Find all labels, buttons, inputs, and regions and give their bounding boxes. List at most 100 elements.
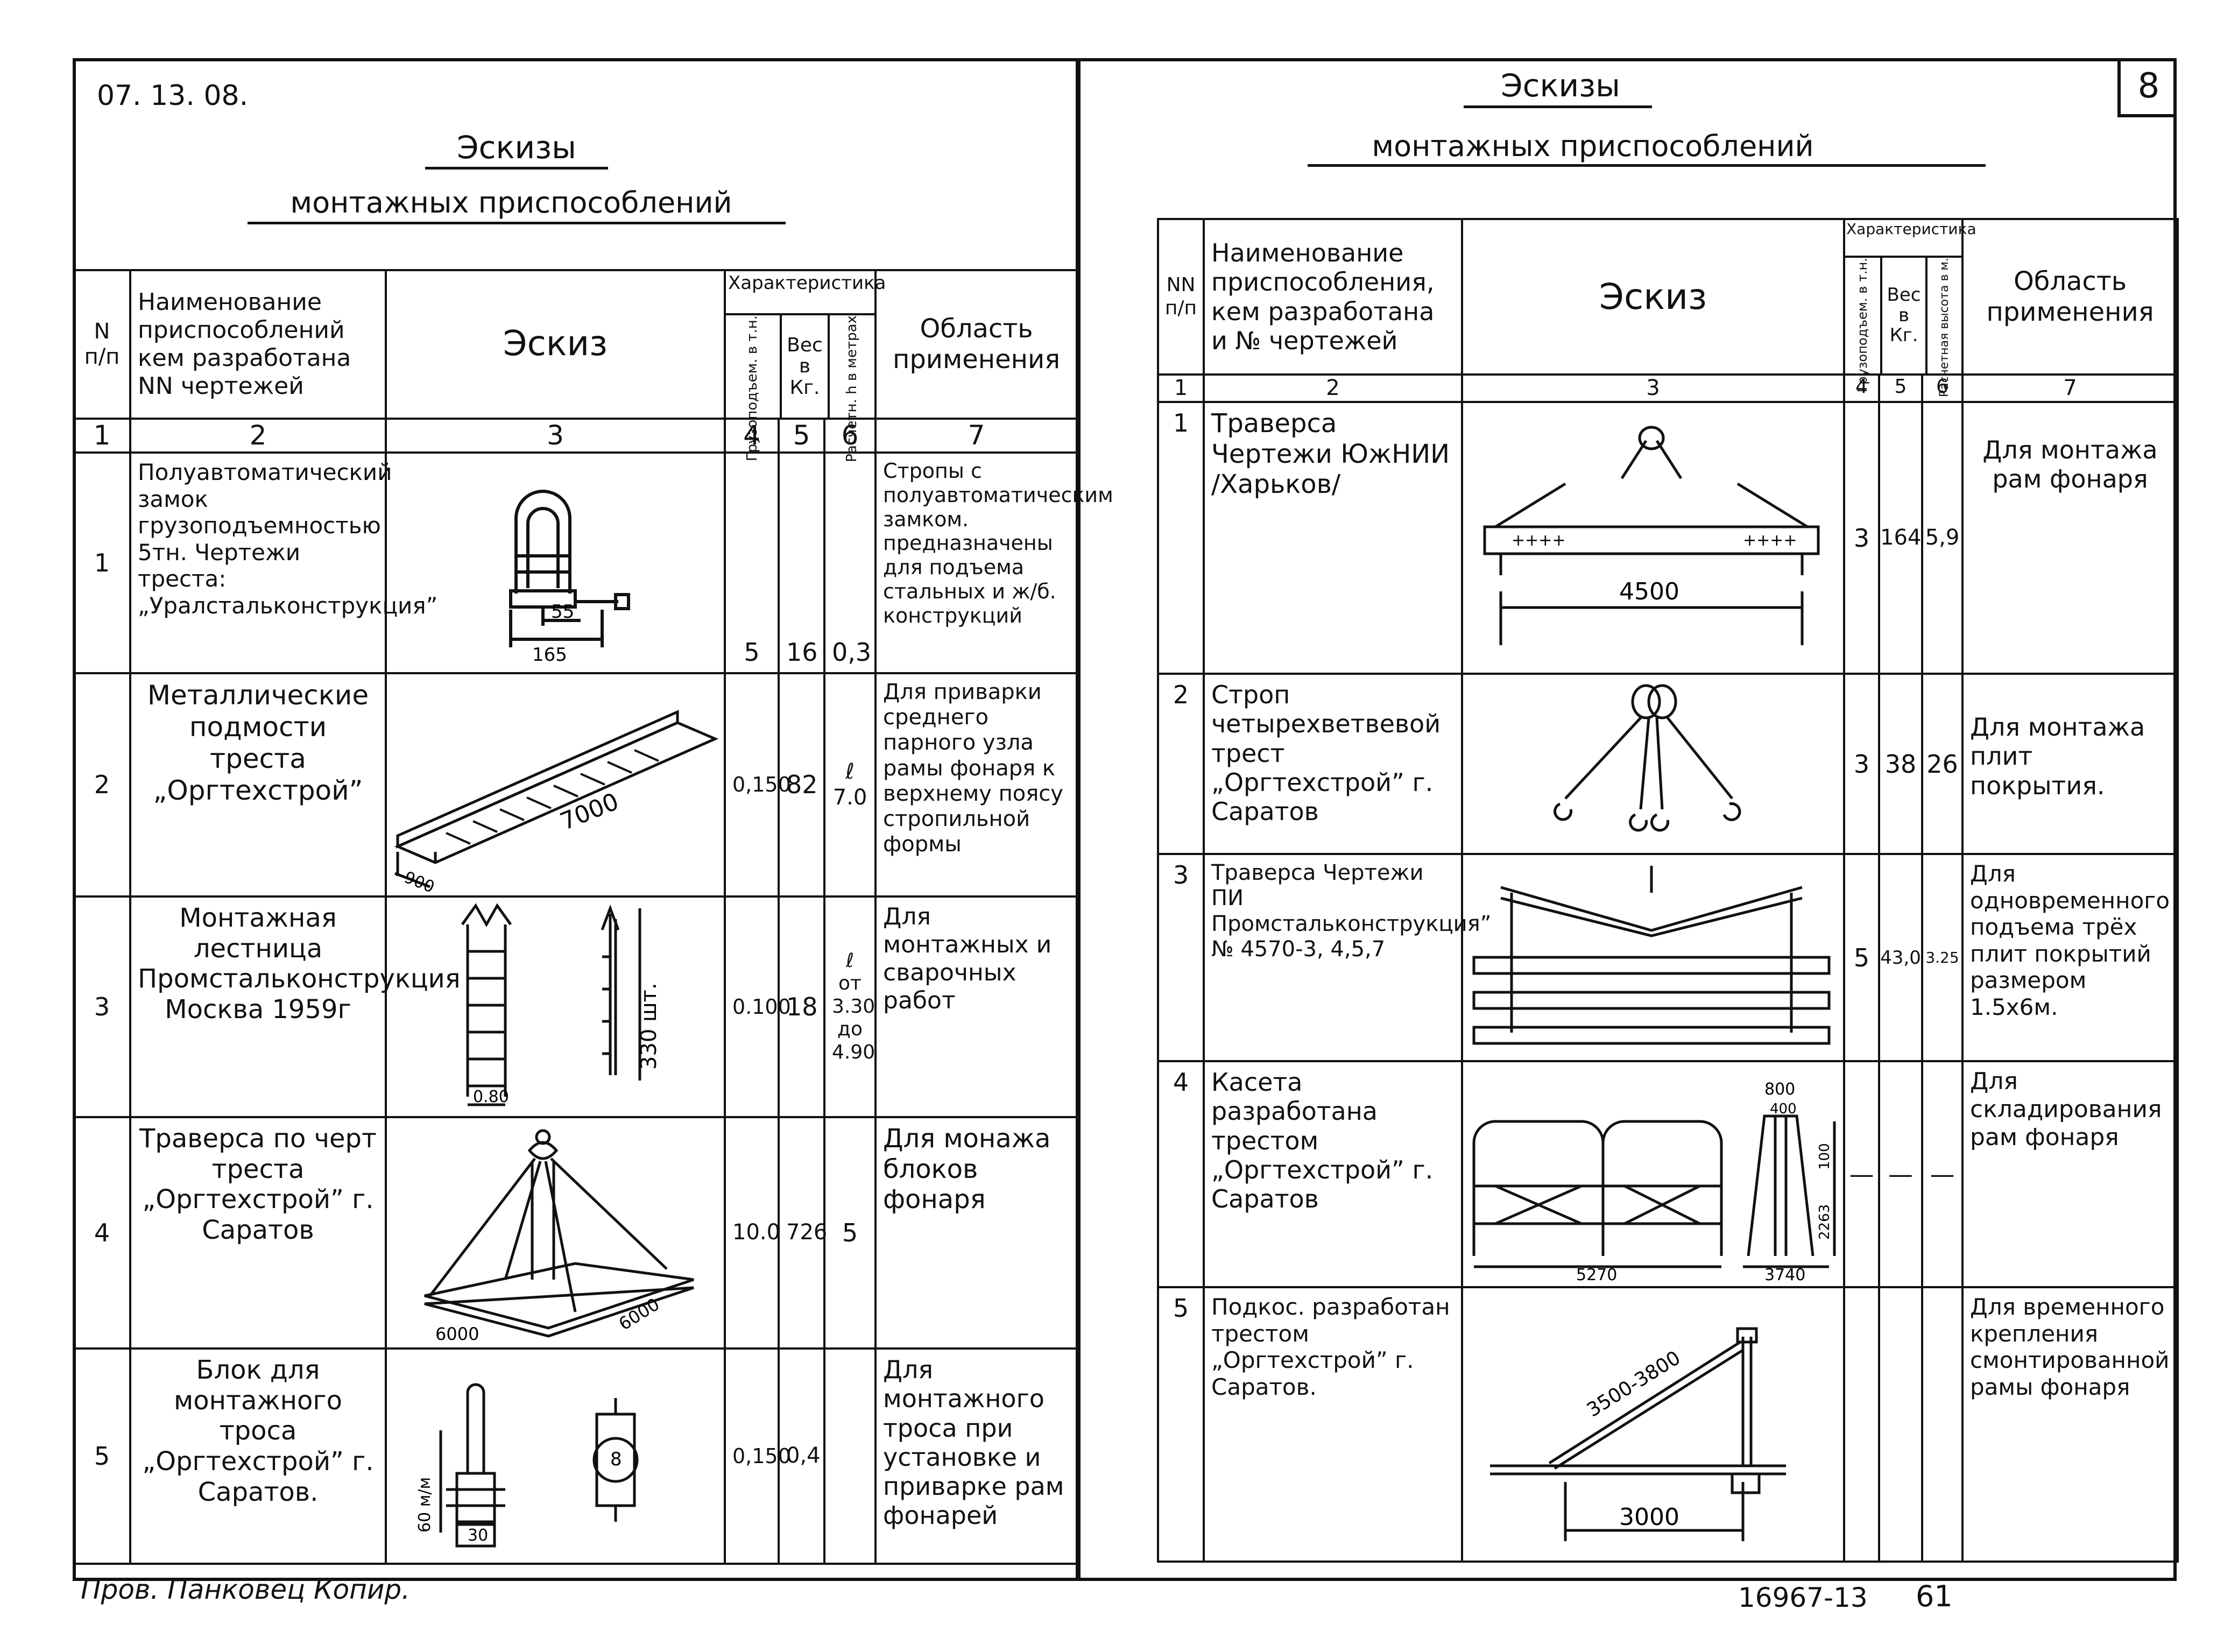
row-load: 0,150 — [724, 672, 791, 898]
table-row: 4 Касета разработана трестом „Оргтехстро… — [1157, 1060, 2179, 1289]
row-calc: 3.25 — [1921, 853, 1964, 1063]
row-weight: 164 — [1878, 401, 1923, 675]
row-num: 1 — [1157, 401, 1205, 675]
row-name: Монтажная лестница Промстальконструкция … — [129, 895, 461, 1118]
table-row: 1 Траверса Чертежи ЮжНИИ /Харьков/ ++++ — [1157, 401, 2179, 675]
dim-label: 3740 — [1764, 1266, 1805, 1284]
dim-label: 30 — [468, 1526, 488, 1545]
sketch-traverse: 6000 6000 — [385, 1116, 726, 1350]
dim-label: 330 шт. — [637, 983, 661, 1070]
colnum-4: 4 — [724, 418, 780, 454]
footer-document-code: 16967-13 — [1738, 1582, 1868, 1613]
sketch-traverse-promstal — [1461, 853, 1845, 1063]
row-area: Для монтажа плит покрытия. — [1961, 673, 2179, 856]
row-load: 5 — [724, 451, 780, 674]
row-num: 4 — [1157, 1060, 1205, 1289]
left-table: N п/п Наименование приспособлений кем ра… — [73, 269, 1113, 1565]
left-sheet-code: 07. 13. 08. — [97, 80, 249, 112]
dim-label: 6000 — [435, 1324, 479, 1344]
row-area: Для одновременного подъема трёх плит пок… — [1961, 853, 2179, 1063]
colnum-1: 1 — [1157, 373, 1205, 404]
row-calc: 5 — [823, 1116, 877, 1350]
sketch-mounting-ladder: 330 шт. 0.80 — [385, 895, 726, 1118]
colnum-7: 7 — [874, 418, 1079, 454]
sketch-four-leg-sling — [1461, 673, 1845, 856]
sketch-metal-scaffold: 7000 900 — [385, 672, 726, 898]
row-load — [1843, 1286, 1880, 1563]
row-load: 0,150 — [724, 1347, 791, 1565]
row-area: Стропы с полуавтоматическим замком. пред… — [874, 451, 1113, 674]
row-num: 2 — [1157, 673, 1205, 856]
right-sheet-subtitle: монтажных приспособлений — [1372, 129, 1814, 163]
dim-label: 400 — [1770, 1101, 1797, 1117]
row-calc: ℓ от 3.30 до 4.90 — [823, 895, 877, 1118]
left-subtitle-underline — [248, 222, 786, 224]
sketch-rope-block: 60 м/м 30 8 — [385, 1347, 726, 1565]
colnum-3: 3 — [1461, 373, 1845, 404]
table-row: 1 Полуавтоматический замок грузоподъемно… — [73, 451, 1113, 674]
hdr-characteristics: Характеристика Грузоподъем. в т.н. Вес в… — [1842, 218, 1976, 397]
row-weight: 18 — [778, 895, 825, 1118]
row-name: Траверса Чертежи ПИ Промстальконструкция… — [1203, 853, 1491, 1063]
dim-label: 0.80 — [473, 1088, 509, 1106]
left-title-underline — [425, 167, 608, 170]
dim-label: 8 — [610, 1449, 622, 1470]
row-area: Для складирования рам фонаря — [1961, 1060, 2179, 1289]
dim-label: 3000 — [1619, 1503, 1679, 1531]
svg-text:++++: ++++ — [1512, 531, 1566, 550]
row-name: Блок для монтажного троса „Оргтехстрой” … — [129, 1347, 387, 1565]
row-weight — [1878, 1286, 1923, 1563]
hdr-characteristics-label: Характеристика — [726, 271, 886, 315]
row-area: Для монтажных и сварочных работ — [874, 895, 1079, 1118]
colnum-1: 1 — [73, 418, 131, 454]
hdr-sketch: Эскиз — [385, 269, 726, 420]
footer-page-number: 61 — [1916, 1579, 1953, 1613]
table-row: 2 Строп четырехветвевой трест „Оргтехстр… — [1157, 673, 2179, 856]
hdr-sketch: Эскиз — [1461, 218, 1845, 376]
row-area: Для приварки среднего парного узла рамы … — [874, 672, 1079, 898]
row-calc: 0,3 — [823, 451, 877, 674]
table-row: 4 Траверса по черт треста „Оргтехстрой” … — [73, 1116, 1079, 1350]
table-row: 2 Металлические подмости треста „Оргтехс… — [73, 672, 1079, 898]
row-area: Для монтажного троса при установке и при… — [874, 1347, 1079, 1565]
dim-label: 2263 — [1817, 1204, 1833, 1240]
colnum-5: 5 — [1878, 373, 1923, 404]
sketch-traverse-yuzhnii: ++++ ++++ 4500 — [1461, 401, 1845, 675]
row-num: 1 — [73, 451, 131, 674]
row-area: Для монтажа рам фонаря — [1961, 401, 2179, 675]
row-load: 10.0 — [724, 1116, 780, 1350]
table-row: 3 Траверса Чертежи ПИ Промстальконструкц… — [1157, 853, 2179, 1063]
row-calc — [823, 1347, 877, 1565]
dim-label: 55 — [551, 601, 574, 623]
page-number-box: 8 — [2117, 58, 2177, 117]
row-name: Полуавтоматический замок грузоподъемност… — [129, 451, 437, 674]
colnum-4: 4 — [1843, 373, 1880, 404]
left-sheet-title: Эскизы — [457, 129, 576, 166]
row-load: 0.100 — [724, 895, 791, 1118]
sketch-semi-auto-lock: 55 165 — [385, 451, 726, 674]
row-name: Подкос. разработан трестом „Оргтехстрой”… — [1203, 1286, 1463, 1563]
row-calc: 26 — [1921, 673, 1964, 856]
row-calc: 5,9 — [1921, 401, 1964, 675]
hdr-num: NN п/п — [1157, 218, 1205, 376]
hdr-load: Грузоподъем. в т.н. — [1854, 258, 1870, 393]
hdr-weight: Вес в Кг. — [1887, 284, 1921, 347]
colnum-2: 2 — [1203, 373, 1463, 404]
hdr-load: Грузоподъем. в т.н. — [744, 315, 761, 462]
row-num: 3 — [73, 895, 131, 1118]
table-row: 5 Подкос. разработан трестом „Оргтехстро… — [1157, 1286, 2179, 1563]
row-weight: 726 — [778, 1116, 827, 1350]
row-num: 3 — [1157, 853, 1205, 1063]
row-name: Касета разработана трестом „Оргтехстрой”… — [1203, 1060, 1463, 1289]
row-name: Траверса по черт треста „Оргтехстрой” г.… — [129, 1116, 387, 1350]
hdr-characteristics-label: Характеристика — [1845, 220, 1976, 258]
row-name: Траверса Чертежи ЮжНИИ /Харьков/ — [1203, 401, 1463, 675]
hdr-name: Наименование приспособлений кем разработ… — [129, 269, 387, 420]
row-load: 3 — [1843, 673, 1880, 856]
hdr-calc: Расчетная высота в м. — [1937, 258, 1951, 398]
dim-label: 6000 — [615, 1294, 663, 1334]
row-load: — — [1843, 1060, 1880, 1289]
page-number: 8 — [2137, 66, 2160, 106]
colnum-3: 3 — [385, 418, 726, 454]
table-row: 5 Блок для монтажного троса „Оргтехстрой… — [73, 1347, 1079, 1565]
